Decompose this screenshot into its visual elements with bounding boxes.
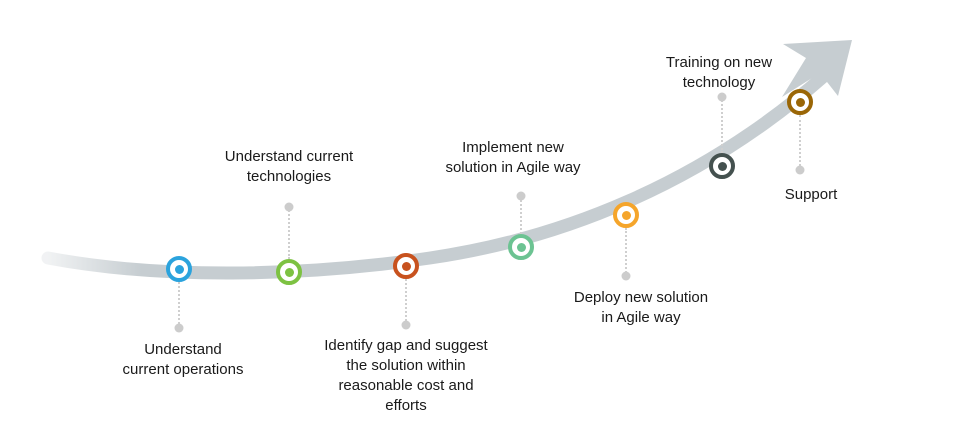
- label-understand-current-operations: Understand current operations: [122, 341, 244, 378]
- connector-end-dot: [401, 320, 411, 330]
- connector-end-dot: [516, 191, 526, 201]
- marker-identify-gap-and-suggest-solution[interactable]: [393, 253, 419, 279]
- connector-line: [288, 207, 290, 259]
- connector-end-dot: [621, 271, 631, 281]
- marker-training-on-new-technology[interactable]: [709, 153, 735, 179]
- label-training-on-new-technology: Training on new technology: [665, 54, 773, 91]
- marker-understand-current-technologies[interactable]: [276, 259, 302, 285]
- marker-core: [795, 97, 805, 107]
- connector-end-dot: [174, 323, 184, 333]
- marker-implement-new-solution-agile[interactable]: [508, 234, 534, 260]
- label-support: Support: [784, 186, 838, 203]
- label-understand-current-technologies: Understand current technologies: [224, 148, 354, 185]
- connector-end-dot: [284, 202, 294, 212]
- connector-line: [520, 196, 522, 234]
- connector-line: [721, 97, 723, 153]
- marker-core: [621, 210, 631, 220]
- marker-deploy-new-solution-agile[interactable]: [613, 202, 639, 228]
- arrow-shaft: [41, 69, 831, 280]
- marker-core: [284, 267, 294, 277]
- connector-line: [405, 279, 407, 325]
- connector-line: [799, 115, 801, 170]
- marker-support[interactable]: [787, 89, 813, 115]
- label-identify-gap-and-suggest-solution: Identify gap and suggest the solution wi…: [324, 337, 488, 414]
- label-deploy-new-solution-agile: Deploy new solution in Agile way: [573, 289, 709, 326]
- connector-end-dot: [717, 92, 727, 102]
- connector-line: [625, 228, 627, 276]
- label-implement-new-solution-agile: Implement new solution in Agile way: [445, 139, 581, 176]
- marker-core: [516, 242, 526, 252]
- marker-core: [717, 161, 727, 171]
- arrow-head: [782, 40, 852, 97]
- connector-line: [178, 282, 180, 328]
- marker-core: [401, 261, 411, 271]
- connector-end-dot: [795, 165, 805, 175]
- marker-core: [174, 264, 184, 274]
- marker-understand-current-operations[interactable]: [166, 256, 192, 282]
